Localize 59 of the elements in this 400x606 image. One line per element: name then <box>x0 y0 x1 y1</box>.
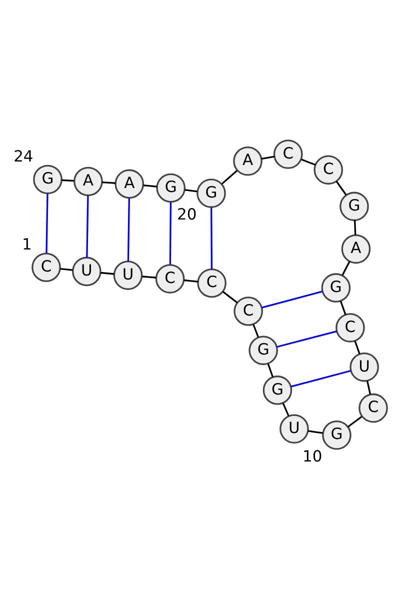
node-circle: C <box>358 393 388 423</box>
connector <box>340 300 346 315</box>
connector <box>60 268 73 271</box>
connector <box>354 220 356 236</box>
connector <box>102 182 116 184</box>
connector <box>127 198 130 262</box>
connector <box>86 195 89 258</box>
node-circle: C <box>32 252 61 282</box>
node-circle: U <box>280 414 309 444</box>
connector <box>276 330 337 348</box>
connector <box>210 207 213 270</box>
node-label: 1 <box>22 235 32 254</box>
node-circle: A <box>233 146 262 176</box>
connector <box>301 158 316 166</box>
connector <box>143 184 157 188</box>
node-label: 10 <box>302 447 322 466</box>
connector <box>169 202 172 265</box>
node-circle: C <box>197 268 226 298</box>
connector <box>342 260 350 276</box>
node-circle: G <box>248 336 278 366</box>
node-circle: A <box>341 234 371 264</box>
connector <box>347 416 362 428</box>
connector <box>62 179 74 182</box>
connector <box>261 156 275 160</box>
node-circle: G <box>321 273 351 302</box>
connector <box>222 170 238 184</box>
connector <box>142 276 156 278</box>
node-circle: A <box>74 166 103 196</box>
node-circle: U <box>72 256 102 286</box>
node-circle: C <box>234 296 263 326</box>
node-circle: C <box>155 264 185 294</box>
connector <box>262 290 323 308</box>
node-circle: U <box>350 352 379 382</box>
connector <box>290 370 352 388</box>
connector <box>252 324 260 338</box>
node-circle: C <box>273 140 303 169</box>
node-circle: G <box>196 178 226 208</box>
node-circle: C <box>314 155 344 185</box>
node-circle: G <box>322 420 352 450</box>
connector <box>184 279 198 282</box>
node-circle: G <box>262 376 292 405</box>
connector <box>222 291 238 304</box>
node-circle: G <box>340 192 369 222</box>
node-label: 20 <box>177 206 197 224</box>
connector <box>308 430 324 434</box>
node-circle: A <box>114 169 144 199</box>
connector <box>184 189 198 192</box>
node-circle: G <box>33 164 62 194</box>
connector <box>282 402 290 416</box>
node-circle: G <box>156 173 186 203</box>
connector <box>366 380 372 394</box>
connector <box>100 272 114 275</box>
connector <box>267 364 274 378</box>
connector <box>354 340 360 354</box>
node-label: 24 <box>14 147 34 166</box>
connector <box>336 180 347 196</box>
connector <box>46 194 48 254</box>
node-circle: C <box>336 313 365 342</box>
node-circle: U <box>113 260 143 290</box>
